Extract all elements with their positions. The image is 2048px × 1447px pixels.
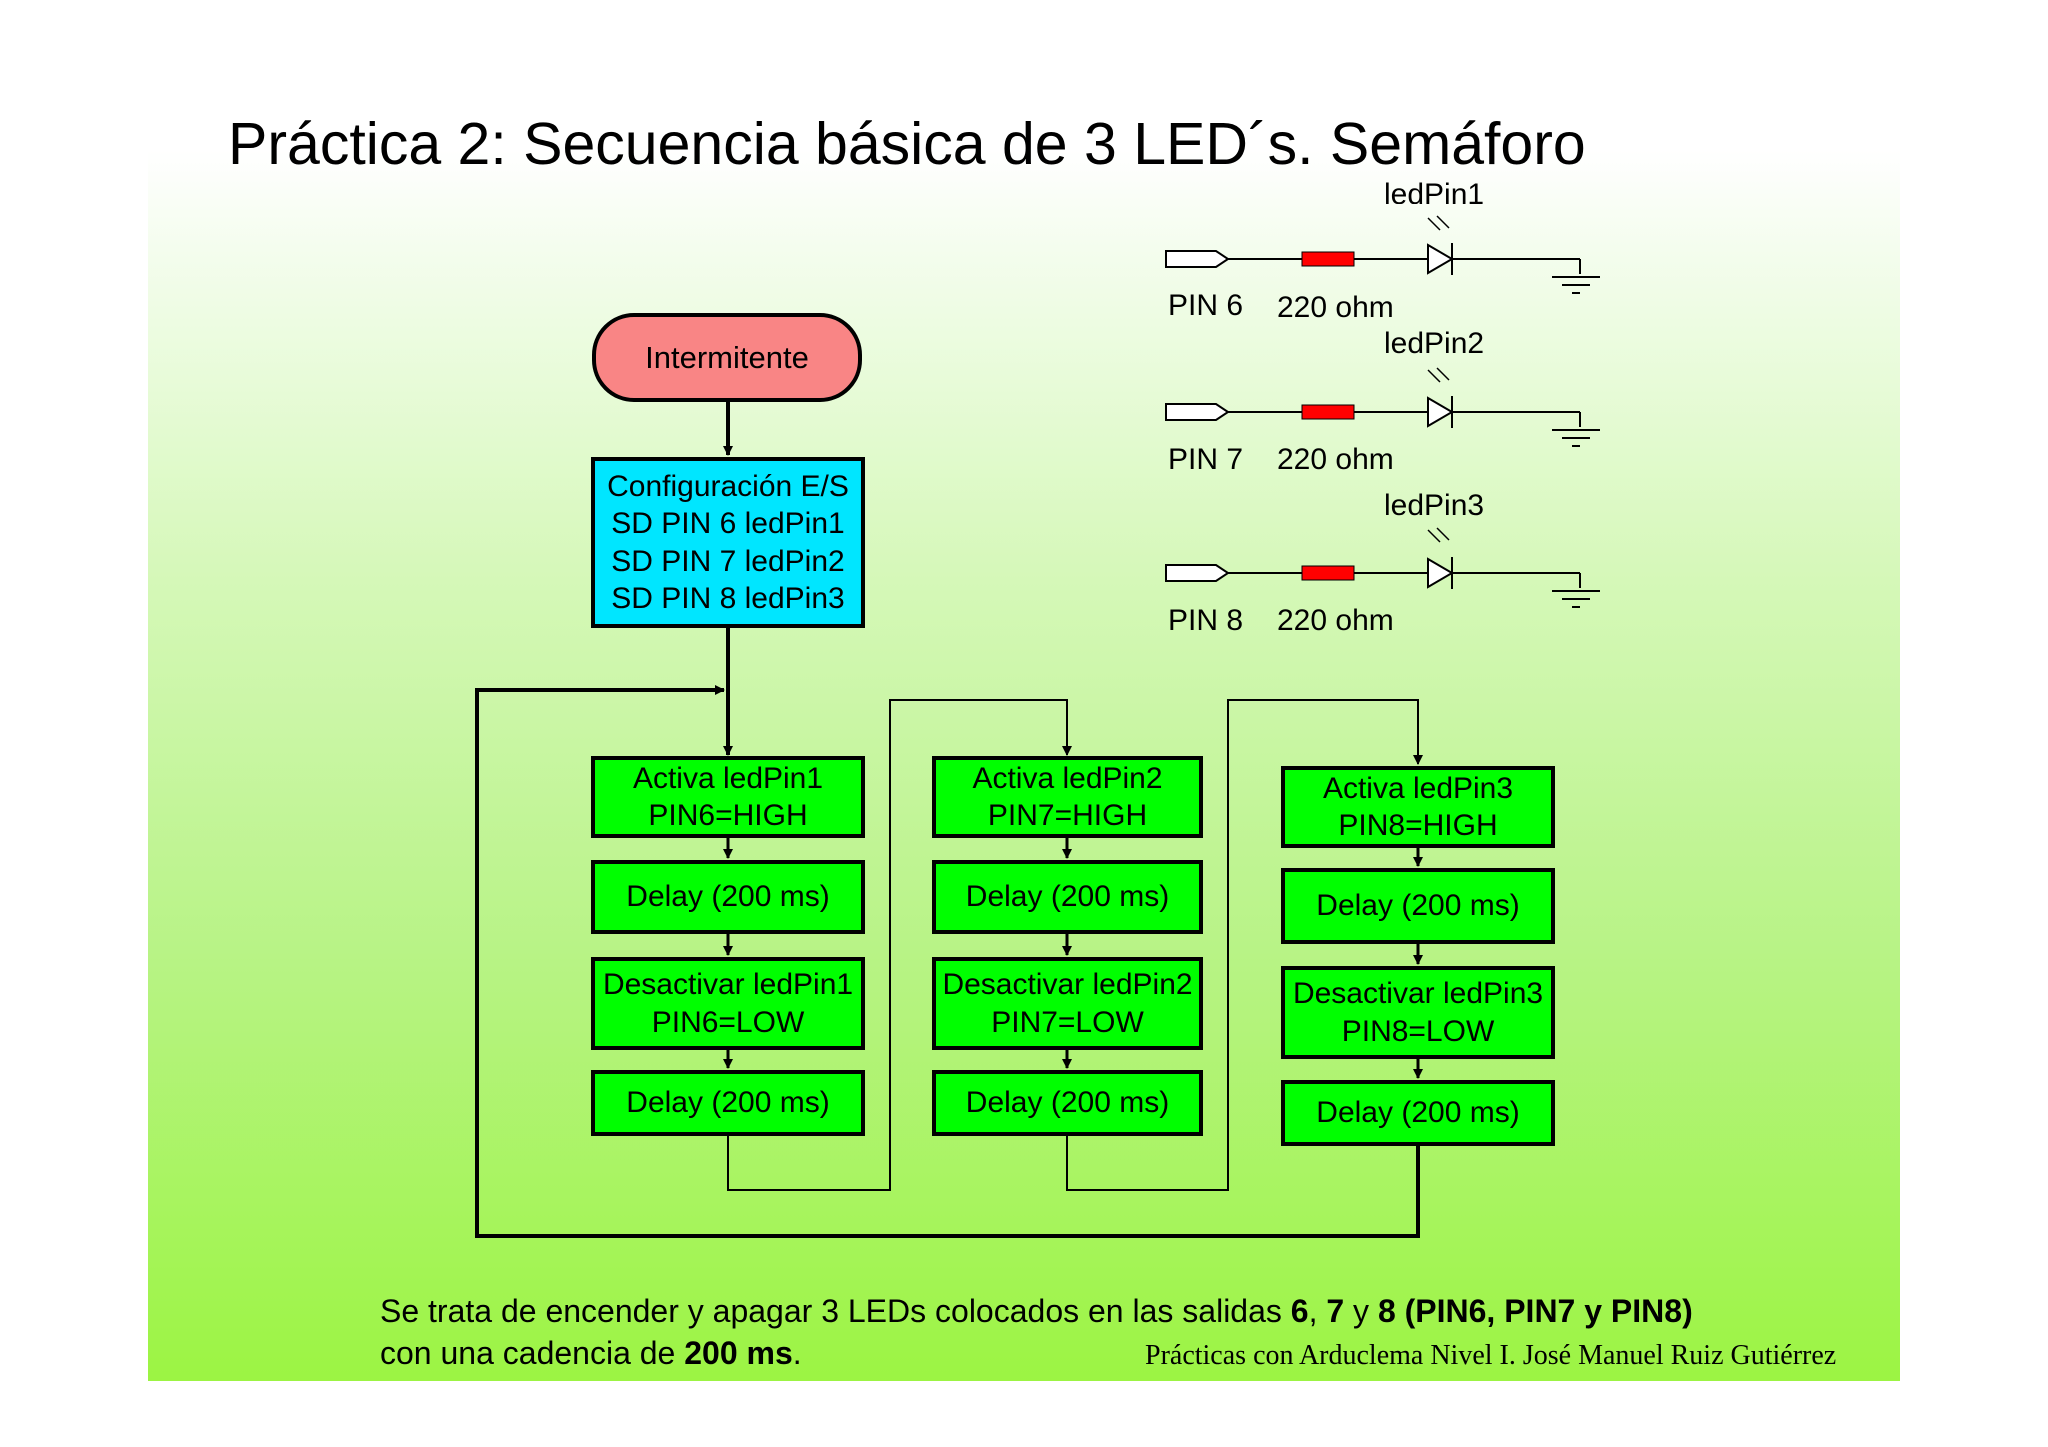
delay-box-2a: Delay (200 ms) xyxy=(932,860,1203,934)
deactivate-label: Desactivar ledPin3 xyxy=(1292,977,1544,1010)
config-line: SD PIN 7 ledPin2 xyxy=(611,544,845,578)
connector-col1-to-col2 xyxy=(727,699,1072,1191)
config-line: SD PIN 8 ledPin3 xyxy=(611,582,845,615)
activate-box-2: Activa ledPin2 PIN7=HIGH xyxy=(932,756,1203,838)
delay-label: Delay (200 ms) xyxy=(1316,1096,1520,1130)
led-icon xyxy=(1427,396,1454,428)
resistor-icon xyxy=(1301,251,1355,267)
slide-title: Práctica 2: Secuencia básica de 3 LED´s.… xyxy=(228,111,1586,177)
start-terminator: Intermitente xyxy=(592,313,862,402)
connector-col2-to-col3 xyxy=(1066,699,1423,1191)
circuit-pin7 xyxy=(1165,367,1600,447)
config-line: SD PIN 6 ledPin1 xyxy=(611,507,845,540)
circuit-pin8 xyxy=(1165,527,1600,608)
pin-label-3: PIN 8 xyxy=(1168,604,1244,637)
delay-box-1b: Delay (200 ms) xyxy=(591,1070,865,1136)
loop-back-connector xyxy=(475,685,1420,1238)
delay-label: Delay (200 ms) xyxy=(965,880,1170,914)
activate-box-3: Activa ledPin3 PIN8=HIGH xyxy=(1281,766,1555,848)
resistor-icon xyxy=(1301,565,1355,581)
deactivate-box-3: Desactivar ledPin3 PIN8=LOW xyxy=(1281,966,1555,1059)
deactivate-state: PIN6=LOW xyxy=(651,1005,805,1039)
deactivate-box-2: Desactivar ledPin2 PIN7=LOW xyxy=(932,957,1203,1050)
circuit-pin6 xyxy=(1165,215,1600,294)
pin-connector-icon xyxy=(1165,564,1230,582)
activate-label: Activa ledPin3 xyxy=(1322,771,1514,805)
activate-state: PIN8=HIGH xyxy=(1338,809,1498,842)
deactivate-state: PIN8=LOW xyxy=(1341,1014,1495,1048)
activate-state: PIN7=HIGH xyxy=(987,799,1148,832)
footer-credit: Prácticas con Arduclema Nivel I. José Ma… xyxy=(1145,1340,1837,1371)
delay-box-2b: Delay (200 ms) xyxy=(932,1070,1203,1136)
led-label-1: ledPin1 xyxy=(1384,178,1485,204)
deactivate-label: Desactivar ledPin2 xyxy=(942,968,1193,1001)
start-label: Intermitente xyxy=(645,339,809,375)
led-label-2: ledPin2 xyxy=(1384,327,1485,360)
delay-box-1a: Delay (200 ms) xyxy=(591,860,865,934)
led-icon xyxy=(1427,243,1454,275)
config-box: Configuración E/S SD PIN 6 ledPin1 SD PI… xyxy=(591,457,865,628)
activate-state: PIN6=HIGH xyxy=(648,799,808,832)
resistor-label-3: 220 ohm xyxy=(1277,604,1394,637)
deactivate-label: Desactivar ledPin1 xyxy=(602,968,854,1001)
resistor-label-1: 220 ohm xyxy=(1277,291,1394,324)
led-icon xyxy=(1427,557,1454,589)
activate-label: Activa ledPin1 xyxy=(632,761,824,795)
deactivate-box-1: Desactivar ledPin1 PIN6=LOW xyxy=(591,957,865,1050)
deactivate-state: PIN7=LOW xyxy=(991,1005,1144,1039)
led-label-3: ledPin3 xyxy=(1384,489,1485,522)
delay-box-3a: Delay (200 ms) xyxy=(1281,868,1555,944)
activate-label: Activa ledPin2 xyxy=(972,761,1163,795)
resistor-label-2: 220 ohm xyxy=(1277,443,1394,476)
delay-label: Delay (200 ms) xyxy=(626,1086,830,1120)
delay-label: Delay (200 ms) xyxy=(965,1086,1170,1120)
delay-label: Delay (200 ms) xyxy=(626,880,830,914)
description-text: Se trata de encender y apagar 3 LEDs col… xyxy=(380,1293,1693,1371)
pin-connector-icon xyxy=(1165,250,1230,268)
config-line: Configuración E/S xyxy=(607,469,849,503)
pin-label-2: PIN 7 xyxy=(1168,443,1244,476)
delay-label: Delay (200 ms) xyxy=(1316,889,1520,923)
resistor-icon xyxy=(1301,404,1355,420)
delay-box-3b: Delay (200 ms) xyxy=(1281,1080,1555,1146)
pin-label-1: PIN 6 xyxy=(1168,289,1244,322)
pin-connector-icon xyxy=(1165,403,1230,421)
activate-box-1: Activa ledPin1 PIN6=HIGH xyxy=(591,756,865,838)
